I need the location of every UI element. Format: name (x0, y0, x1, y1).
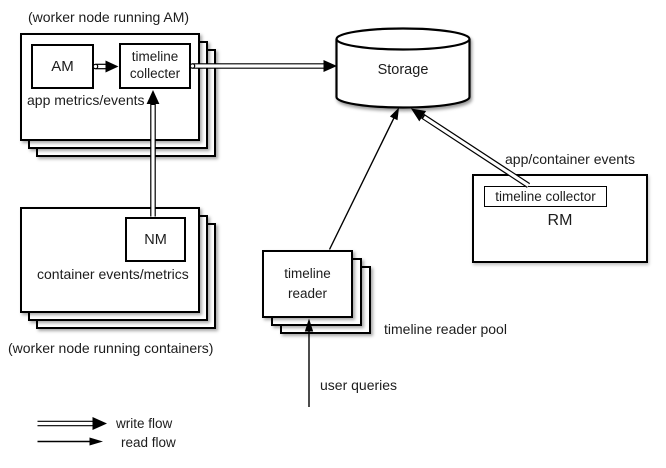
nm-label: NM (144, 231, 167, 248)
rm-timeline-collector-box: timeline collector (484, 186, 607, 207)
storage-label: Storage (377, 62, 429, 78)
rm-label: RM (547, 212, 573, 229)
rm-timeline-collector-label: timeline collector (495, 189, 596, 204)
app-metrics-events-caption: app metrics/events (27, 92, 145, 108)
am-label: AM (51, 58, 74, 75)
legend-write-flow-label: write flow (116, 416, 173, 431)
timeline-reader-box: timeline reader (262, 250, 353, 318)
worker-am-title: (worker node running AM) (28, 9, 190, 25)
legend-write-arrow-icon (37, 417, 107, 430)
am-box: AM (31, 44, 94, 89)
container-events-metrics-caption: container events/metrics (37, 266, 189, 282)
timeline-reader-pool-caption: timeline reader pool (384, 321, 507, 337)
am-timeline-collector-label: timeline collecter (129, 49, 181, 81)
app-container-events-caption: app/container events (505, 151, 635, 167)
user-queries-caption: user queries (320, 377, 398, 393)
legend-read-arrow-icon (37, 437, 103, 446)
worker-containers-title: (worker node running containers) (8, 340, 214, 356)
legend-read-flow-label: read flow (121, 435, 176, 450)
timeline-reader-label: timeline reader (284, 266, 331, 301)
am-timeline-collector-box: timeline collecter (119, 43, 191, 89)
nm-box: NM (125, 217, 186, 262)
read-arrow-reader-to-storage (328, 107, 399, 250)
